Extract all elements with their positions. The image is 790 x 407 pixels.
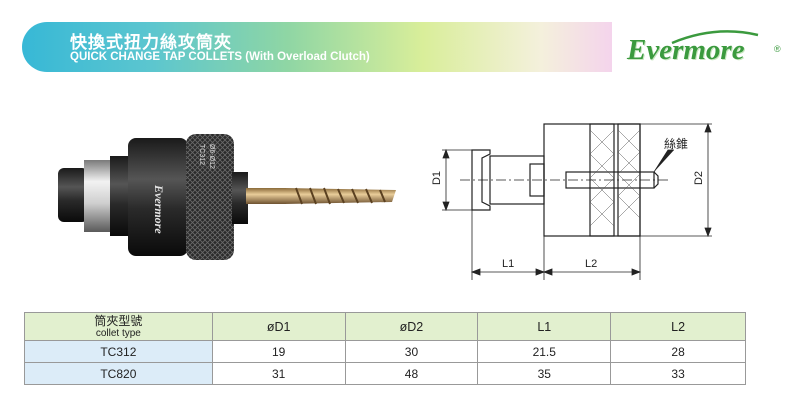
cell-d2: 30 <box>344 340 479 363</box>
column-header-d2: øD2 <box>344 312 479 341</box>
photo-brand-text: Evermore <box>152 184 166 234</box>
cell-l2: 33 <box>610 362 746 385</box>
logo-swoosh-icon <box>671 30 759 45</box>
product-photo: Evermore TC312 Ø6-Ø12 <box>58 134 396 260</box>
label-d1: D1 <box>431 170 444 186</box>
cell-l1: 21.5 <box>477 340 612 363</box>
column-header-l2: L2 <box>610 312 746 341</box>
column-header-type-zh: 筒夾型號 <box>94 313 143 328</box>
cell-d1: 31 <box>211 362 346 385</box>
cell-d2: 48 <box>344 362 479 385</box>
label-thread: 絲錐 <box>664 137 689 151</box>
label-l1: L1 <box>502 258 515 270</box>
brand-logo: Evermore <box>627 34 745 66</box>
cell-d1: 19 <box>211 340 346 363</box>
column-header-type-en: collet type <box>95 327 141 339</box>
column-header-d1: øD1 <box>211 312 346 341</box>
table-row: TC820 31 48 35 33 <box>24 362 746 385</box>
cell-type: TC820 <box>24 362 213 385</box>
logo-registered-mark: ® <box>774 44 781 54</box>
photo-ring-text-2: Ø6-Ø12 <box>208 144 215 169</box>
header-banner <box>22 22 612 72</box>
photo-ring-text-1: TC312 <box>198 144 205 165</box>
label-d2: D2 <box>693 170 706 186</box>
table-header-row: 筒夾型號 collet type øD1 øD2 L1 L2 <box>24 312 746 341</box>
label-l2: L2 <box>585 258 598 270</box>
column-header-l1: L1 <box>477 312 612 341</box>
cell-l2: 28 <box>610 340 746 363</box>
technical-drawing <box>442 122 712 280</box>
cell-l1: 35 <box>477 362 612 385</box>
page-title-en: QUICK CHANGE TAP COLLETS (With Overload … <box>70 51 370 63</box>
cell-type: TC312 <box>24 340 213 363</box>
spec-table: 筒夾型號 collet type øD1 øD2 L1 L2 TC312 19 … <box>24 312 746 385</box>
table-row: TC312 19 30 21.5 28 <box>24 340 746 363</box>
page-title-zh: 快換式扭力絲攻筒夾 <box>70 33 232 53</box>
column-header-type: 筒夾型號 collet type <box>24 312 213 341</box>
